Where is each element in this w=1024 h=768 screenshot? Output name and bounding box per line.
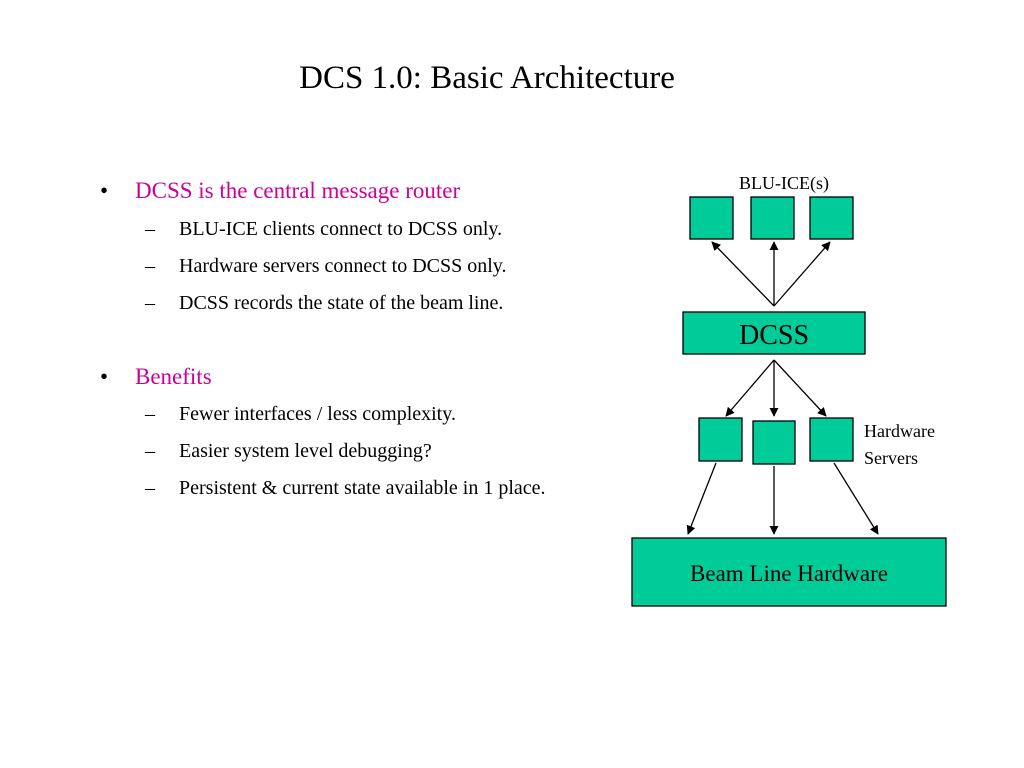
bullet-text: DCSS is the central message router <box>135 178 461 203</box>
dcss-label: DCSS <box>739 320 809 351</box>
dash-marker: – <box>145 292 155 314</box>
dash-marker: – <box>145 477 155 499</box>
bullet-marker: • <box>100 364 109 389</box>
arrow-to-server <box>725 359 775 417</box>
sub-bullet-text: BLU-ICE clients connect to DCSS only. <box>179 218 503 240</box>
beam-line-hardware-label: Beam Line Hardware <box>690 561 888 586</box>
sub-bullet-text: Hardware servers connect to DCSS only. <box>179 255 507 277</box>
bullet-marker: • <box>100 178 109 203</box>
arrow-to-client <box>773 241 831 307</box>
servers-label-line1: Hardware <box>864 421 935 441</box>
sub-bullet-text: Easier system level debugging? <box>179 440 432 462</box>
client-box <box>750 196 795 240</box>
arrow-to-hardware <box>833 462 879 535</box>
bullet-text: Benefits <box>135 364 212 389</box>
clients-label: BLU-ICE(s) <box>739 173 829 194</box>
beam-line-hardware-box <box>631 537 947 607</box>
dcss-box <box>682 311 866 355</box>
dash-marker: – <box>145 218 155 240</box>
server-box <box>698 417 743 462</box>
slide-title: DCS 1.0: Basic Architecture <box>299 60 675 96</box>
server-box <box>752 420 796 465</box>
dash-marker: – <box>145 255 155 277</box>
sub-bullet-text: Persistent & current state available in … <box>179 477 546 499</box>
servers-label-line2: Servers <box>864 448 918 468</box>
dash-marker: – <box>145 440 155 462</box>
sub-bullet-text: DCSS records the state of the beam line. <box>179 292 504 314</box>
arrow-to-hardware <box>686 462 717 535</box>
client-box <box>689 196 734 240</box>
server-box <box>809 417 854 462</box>
client-box <box>809 196 854 240</box>
dash-marker: – <box>145 403 155 425</box>
arrow-to-client <box>711 241 775 307</box>
sub-bullet-text: Fewer interfaces / less complexity. <box>179 403 456 425</box>
arrow-to-server <box>773 359 827 417</box>
